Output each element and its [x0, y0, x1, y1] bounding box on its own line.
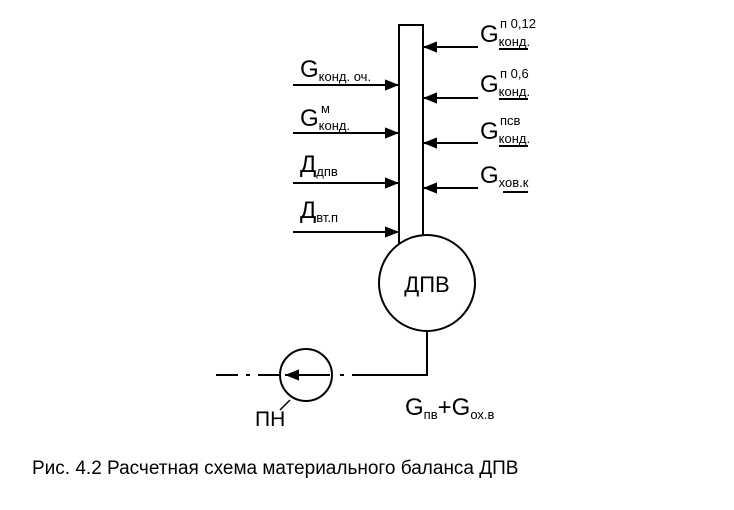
label-right-2: Gконд.	[480, 71, 530, 99]
label-left-2: Gконд.	[300, 105, 350, 133]
label-left-3: Ддпв	[300, 151, 338, 179]
label-left-4: Двт.п	[300, 197, 338, 225]
label-left-1: Gконд. оч.	[300, 56, 371, 84]
deaerator-column	[398, 24, 424, 251]
outlet-pipe	[380, 331, 428, 376]
label-right-2-sup: п 0,6	[500, 66, 529, 81]
figure-caption: Рис. 4.2 Расчетная схема материального б…	[32, 458, 518, 479]
deaerator-label: ДПВ	[404, 272, 449, 297]
label-right-4: Gхов.к	[480, 162, 529, 190]
label-left-2-sup: м	[321, 101, 330, 116]
label-right-3: Gконд.	[480, 118, 530, 146]
label-right-1: Gконд.	[480, 21, 530, 49]
outlet-label: Gпв+Gох.в	[405, 394, 495, 422]
pump-leader-line	[279, 399, 291, 411]
label-right-1-sup: п 0,12	[500, 16, 536, 31]
label-right-3-sup: псв	[500, 113, 521, 128]
pump-label: ПН	[255, 408, 285, 431]
